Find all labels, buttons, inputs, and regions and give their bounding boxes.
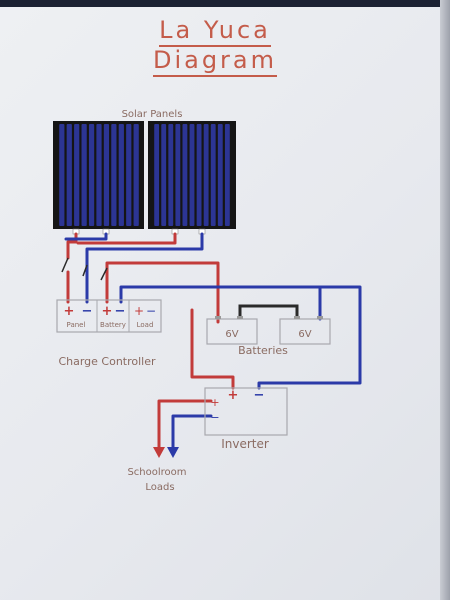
panel-junction-boxes xyxy=(72,228,206,235)
load-positive-wire xyxy=(157,399,213,449)
battery-link-wire xyxy=(238,304,299,319)
panel-switch-positive xyxy=(61,257,69,273)
cell-strip xyxy=(217,124,223,226)
panel-switch-negative xyxy=(82,264,88,277)
cell-strip xyxy=(111,124,117,226)
charge-controller-label: Charge Controller xyxy=(58,355,156,368)
panel-terminal-label: Panel xyxy=(67,321,86,329)
battery-2-terminal-b xyxy=(317,316,323,319)
controller-battery-negative-wire xyxy=(119,285,362,390)
cell-strip xyxy=(88,124,95,226)
inverter-input-plus: + xyxy=(228,388,239,403)
cell-strip xyxy=(168,124,174,226)
inverter-positive-feed xyxy=(190,308,235,390)
top-edge xyxy=(0,0,450,7)
inverter-label: Inverter xyxy=(221,437,269,451)
cell-strip xyxy=(210,124,216,226)
cell-strip xyxy=(96,124,102,226)
charge-controller: + − + − + − Panel Battery Load Charge Co… xyxy=(56,299,162,368)
battery-plus-sign: + xyxy=(102,304,113,319)
battery-switch xyxy=(100,267,108,281)
load-negative-wire xyxy=(171,414,213,449)
load-minus-sign: − xyxy=(146,304,156,318)
panel2-negative-wire xyxy=(85,232,204,304)
panel1-negative-wire xyxy=(64,232,108,241)
diagram-title-line2: Diagram xyxy=(0,46,430,77)
panel-minus-sign: − xyxy=(82,304,93,319)
negative-wires xyxy=(64,232,362,449)
cell-strip xyxy=(126,124,132,226)
cell-strip xyxy=(59,124,65,226)
load-positive-arrow xyxy=(153,447,165,458)
cell-strip xyxy=(224,124,230,226)
cell-strip xyxy=(66,124,72,226)
cell-strip xyxy=(175,124,181,226)
load-plus-sign: + xyxy=(134,304,144,318)
battery-2-voltage: 6V xyxy=(298,329,311,340)
loads-label-line2: Loads xyxy=(145,482,174,493)
inverter-output-minus: − xyxy=(210,411,219,424)
cell-strip xyxy=(182,124,188,226)
battery-terminal-label: Battery xyxy=(100,321,126,329)
load-terminal-label: Load xyxy=(137,321,154,329)
solar-panels-label: Solar Panels xyxy=(122,109,183,120)
right-edge xyxy=(440,0,450,600)
switches xyxy=(61,257,108,281)
battery-1 xyxy=(206,318,258,345)
inverter-output-plus: + xyxy=(210,396,219,409)
cell-strip xyxy=(74,124,80,226)
battery-1-terminal-b xyxy=(237,316,243,319)
cell-strip xyxy=(103,124,110,226)
cell-strip xyxy=(196,124,202,226)
solar-panel-1 xyxy=(53,121,144,229)
battery-minus-sign: − xyxy=(115,304,126,319)
panel-2-cells xyxy=(154,124,230,226)
load-negative-arrow xyxy=(167,447,179,458)
inverter: + − + − Inverter xyxy=(204,387,288,451)
battery-1-voltage: 6V xyxy=(225,329,238,340)
cell-strip xyxy=(81,124,87,226)
cell-strip xyxy=(189,124,195,226)
battery-2-terminal-a xyxy=(294,316,300,319)
cell-strip xyxy=(133,124,139,226)
cell-strip xyxy=(161,124,167,226)
cell-strip xyxy=(118,124,124,226)
batteries-label: Batteries xyxy=(238,344,288,357)
panel-1-cells xyxy=(59,124,139,226)
cell-strip xyxy=(203,124,209,226)
panel2-positive-wire xyxy=(76,232,177,245)
solar-panel-2 xyxy=(148,121,236,229)
battery-2 xyxy=(279,318,331,345)
battery-1-terminal-a xyxy=(215,316,221,319)
cell-strip xyxy=(154,124,160,226)
loads-label-line1: Schoolroom xyxy=(127,467,186,478)
panel-plus-sign: + xyxy=(64,304,75,319)
diagram-title-line1: La Yuca xyxy=(0,16,430,47)
batteries: 6V 6V Batteries xyxy=(206,316,331,357)
inverter-input-minus: − xyxy=(254,388,265,403)
